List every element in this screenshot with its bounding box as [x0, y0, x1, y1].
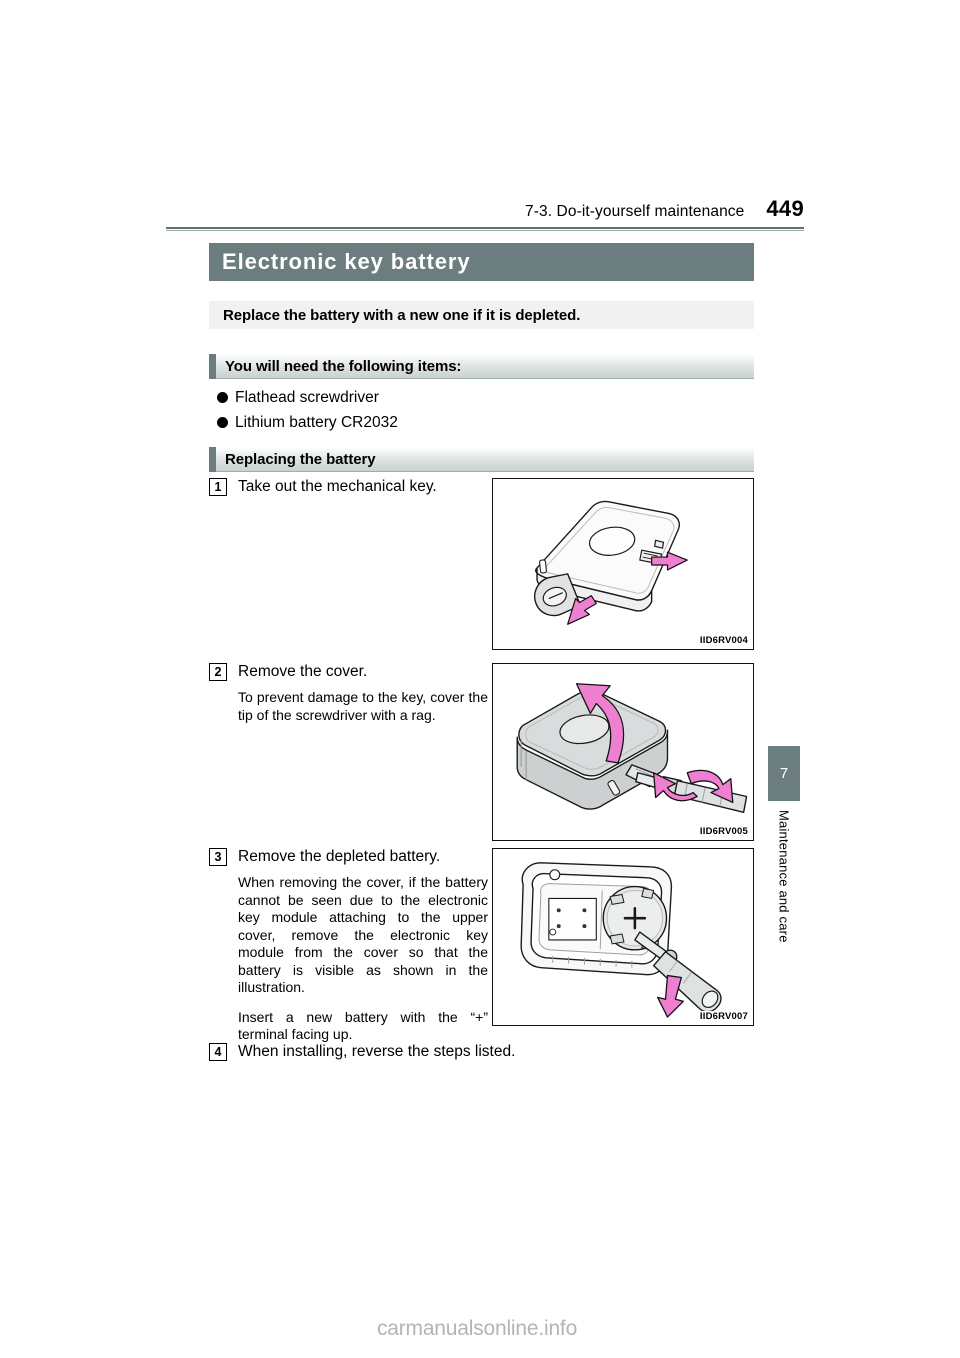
- step-4: 4 When installing, reverse the steps lis…: [209, 1041, 669, 1062]
- figure-battery-removal: IID6RV007: [492, 848, 754, 1026]
- step-2: 2 Remove the cover. To prevent damage to…: [209, 661, 489, 724]
- lead-statement: Replace the battery with a new one if it…: [223, 306, 581, 324]
- step-title: When installing, reverse the steps liste…: [238, 1043, 516, 1060]
- page-header: 7-3. Do-it-yourself maintenance 449: [166, 196, 804, 222]
- figure-code: IID6RV005: [698, 826, 749, 837]
- page-number: 449: [766, 196, 804, 221]
- section-header-label: Replacing the battery: [225, 450, 376, 468]
- step-number-badge: 1: [209, 478, 227, 496]
- step-title: Take out the mechanical key.: [238, 478, 437, 495]
- section-header-label: You will need the following items:: [225, 357, 462, 375]
- lead-statement-box: Replace the battery with a new one if it…: [209, 301, 754, 329]
- bullet-dot-icon: [217, 392, 228, 403]
- step-title: Remove the cover.: [238, 663, 368, 680]
- step-head: 2 Remove the cover.: [209, 661, 489, 682]
- direction-arrow-icon: [567, 551, 688, 625]
- step-head: 4 When installing, reverse the steps lis…: [209, 1041, 669, 1062]
- header-rule: [166, 227, 804, 231]
- list-item-label: Flathead screwdriver: [235, 389, 379, 406]
- site-watermark: carmanualsonline.info: [376, 1317, 578, 1340]
- figure-code: IID6RV007: [698, 1011, 749, 1022]
- step-1: 1 Take out the mechanical key.: [209, 476, 489, 497]
- list-item: Flathead screwdriver: [209, 385, 754, 410]
- figure-code: IID6RV004: [698, 635, 749, 646]
- step-head: 1 Take out the mechanical key.: [209, 476, 489, 497]
- section-header-replacing-battery: Replacing the battery: [209, 447, 754, 472]
- breadcrumb: 7-3. Do-it-yourself maintenance: [525, 203, 745, 220]
- step-head: 3 Remove the depleted battery.: [209, 846, 489, 867]
- step-number-badge: 2: [209, 663, 227, 681]
- direction-arrow-icon: [575, 683, 734, 804]
- step-body: When removing the cover, if the battery …: [238, 874, 488, 1044]
- figure-2-illustration: [516, 683, 748, 814]
- figure-cover-removal: IID6RV005: [492, 663, 754, 841]
- step-3: 3 Remove the depleted battery. When remo…: [209, 846, 489, 1044]
- step-title: Remove the depleted battery.: [238, 848, 441, 865]
- bullet-dot-icon: [217, 417, 228, 428]
- chapter-tab: 7: [768, 746, 800, 801]
- step-number-badge: 4: [209, 1043, 227, 1061]
- chapter-label: Maintenance and care: [776, 810, 792, 943]
- step-body-paragraph: Insert a new battery with the “+” termin…: [238, 1008, 488, 1043]
- figure-3-illustration: [520, 862, 722, 1018]
- page-title-bar: Electronic key battery: [209, 243, 754, 281]
- figure-mechanical-key-removal: IID6RV004: [492, 478, 754, 650]
- list-item: Lithium battery CR2032: [209, 410, 754, 435]
- chapter-number: 7: [779, 765, 789, 782]
- step-body-paragraph: To prevent damage to the key, cover the …: [238, 689, 488, 723]
- page-title: Electronic key battery: [222, 249, 471, 274]
- required-items-list: Flathead screwdriver Lithium battery CR2…: [209, 385, 754, 435]
- figure-1-illustration: [533, 500, 688, 625]
- list-item-label: Lithium battery CR2032: [235, 414, 398, 431]
- step-body-paragraph: When removing the cover, if the battery …: [238, 874, 488, 995]
- chapter-label-wrapper: Maintenance and care: [768, 810, 800, 1010]
- step-number-badge: 3: [209, 848, 227, 866]
- direction-arrow-icon: [656, 974, 684, 1018]
- section-header-required-items: You will need the following items:: [209, 354, 754, 379]
- step-body: To prevent damage to the key, cover the …: [238, 689, 488, 724]
